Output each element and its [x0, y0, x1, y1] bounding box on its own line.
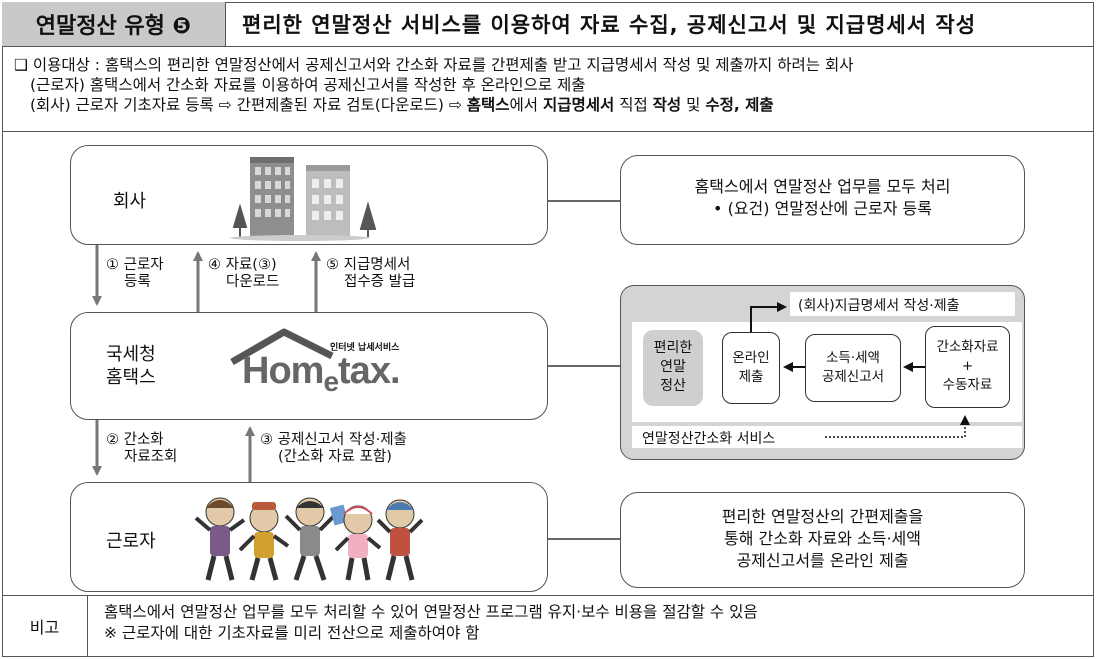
arrow-3-label-line1: ③ 공제신고서 작성·제출	[260, 432, 407, 448]
hometax-logo: 인터넷 납세서비스 Hometax.	[228, 326, 438, 406]
note-line-1: 홈택스에서 연말정산 업무를 모두 처리할 수 있어 연말정산 프로그램 유지·…	[104, 603, 758, 621]
flow-step-form: 소득·세액 공제신고서	[805, 334, 901, 402]
target-text-1: 에서	[509, 96, 543, 114]
hometax-wordmark-e: e	[323, 366, 339, 397]
company-label: 회사	[113, 191, 147, 212]
buildings-icon	[230, 157, 377, 241]
target-bold-submit: 수정, 제출	[705, 96, 774, 114]
arrow-3-label-line2: (간소화 자료 포함)	[278, 449, 392, 465]
callout-worker-line2: 통해 간소화 자료와 소득·세액	[724, 529, 921, 548]
target-line-3-prefix: (회사) 근로자 기초자료 등록 ⇨ 간편제출된 자료 검토(다운로드) ⇨	[30, 96, 467, 114]
workers-group-icon	[194, 497, 424, 581]
callout-worker-line3: 공제신고서를 온라인 제출	[736, 551, 909, 570]
flow-arrow-online-to-statement	[750, 302, 787, 332]
node-nts-hometax	[70, 312, 548, 420]
roof-icon	[230, 328, 334, 366]
worker-figure	[194, 497, 246, 581]
nts-label-line1: 국세청	[106, 344, 156, 365]
flow-arrows	[750, 302, 970, 438]
callout-worker-line1: 편리한 연말정산의 간편제출을	[721, 507, 924, 526]
flow-step-form-l1: 소득·세액	[826, 350, 880, 366]
arrow-1-label-line2: 등록	[124, 274, 151, 290]
flow-service-label: 편리한 연말 정산	[643, 330, 703, 406]
arrow-2-label-line1: ② 간소화	[106, 432, 164, 448]
flow-step-online-l2: 제출	[738, 369, 764, 385]
target-line-2: (근로자) 홈택스에서 간소화 자료를 이용하여 공제신고서를 작성한 후 온라…	[30, 76, 586, 94]
flow-arrow-simplified-service	[825, 415, 970, 438]
flow-step-online: 온라인 제출	[722, 332, 780, 404]
arrow-1-label-line1: ① 근로자	[106, 257, 164, 273]
flow-step-data-l2: +	[961, 358, 974, 374]
flow-service-label-l1: 편리한	[653, 340, 693, 356]
flow-step-data: 간소화자료 + 수동자료	[925, 326, 1010, 408]
target-description: ❑ 이용대상 : 홈택스의 편리한 연말정산에서 공제신고서와 간소화 자료를 …	[2, 47, 1094, 132]
flow-step-online-l1: 온라인	[732, 350, 770, 366]
arrow-5-label-line1: ⑤ 지급명세서	[326, 257, 411, 273]
arrow-4-label-line1: ④ 자료(③)	[208, 257, 277, 273]
flow-step-form-l2: 공제신고서	[821, 369, 885, 385]
target-bold-statement: 지급명세서	[542, 96, 615, 114]
flow-top-strip	[790, 292, 1015, 316]
target-line-3: (회사) 근로자 기초자료 등록 ⇨ 간편제출된 자료 검토(다운로드) ⇨ 홈…	[14, 95, 1082, 115]
target-text-2: 직접	[614, 96, 653, 114]
note-text: 홈택스에서 연말정산 업무를 모두 처리할 수 있어 연말정산 프로그램 유지·…	[104, 602, 758, 644]
hometax-wordmark-main: Hom	[242, 350, 324, 392]
page-title: 편리한 연말정산 서비스를 이용하여 자료 수집, 공제신고서 및 지급명세서 …	[226, 2, 1094, 47]
flow-step-data-l1: 간소화자료	[936, 339, 999, 355]
note-row	[2, 595, 1094, 657]
arrow-3-label: ③ 공제신고서 작성·제출 (간소화 자료 포함)	[260, 432, 407, 466]
hometax-wordmark-tail: tax.	[338, 350, 400, 392]
target-text-3: 및	[681, 96, 706, 114]
arrow-2-label-line2: 자료조회	[124, 449, 178, 465]
note-label: 비고	[2, 595, 88, 657]
flow-step-data-l3: 수동자료	[942, 377, 993, 393]
nts-label: 국세청 홈택스	[106, 343, 156, 389]
hometax-tagline: 인터넷 납세서비스	[330, 343, 400, 353]
arrow-1-label: ① 근로자 등록	[106, 257, 164, 291]
flow-bottom-label: 연말정산간소화 서비스	[642, 431, 776, 447]
arrow-4-label: ④ 자료(③) 다운로드	[208, 257, 279, 291]
callout-worker: 편리한 연말정산의 간편제출을 통해 간소화 자료와 소득·세액 공제신고서를 …	[620, 492, 1025, 588]
hometax-wordmark: Hometax.	[242, 350, 401, 397]
diagram-connectors	[92, 200, 620, 540]
flow-service-label-l2: 연말	[660, 359, 686, 375]
callout-company: 홈택스에서 연말정산 업무를 모두 처리 • (요건) 연말정산에 근로자 등록	[620, 155, 1025, 245]
arrow-5-label: ⑤ 지급명세서 접수증 발급	[326, 257, 415, 291]
callout-company-line1: 홈택스에서 연말정산 업무를 모두 처리	[694, 177, 951, 196]
flow-top-label: (회사)지급명세서 작성·제출	[798, 298, 960, 314]
worker-label: 근로자	[106, 531, 156, 552]
nts-label-line2: 홈택스	[106, 367, 156, 388]
note-line-2: ※ 근로자에 대한 기초자료를 미리 전산으로 제출하여야 함	[104, 624, 480, 642]
flow-service-label-l3: 정산	[660, 378, 686, 394]
target-bold-write: 작성	[652, 96, 682, 114]
target-bold-hometax: 홈택스	[466, 96, 510, 114]
type-label: 연말정산 유형 ❺	[2, 2, 226, 47]
target-line-1: ❑ 이용대상 : 홈택스의 편리한 연말정산에서 공제신고서와 간소화 자료를 …	[14, 56, 854, 74]
arrow-4-label-line2: 다운로드	[226, 274, 280, 290]
arrow-5-label-line2: 접수증 발급	[344, 274, 416, 290]
arrow-2-label: ② 간소화 자료조회	[106, 432, 177, 466]
callout-company-line2: • (요건) 연말정산에 근로자 등록	[713, 199, 932, 218]
